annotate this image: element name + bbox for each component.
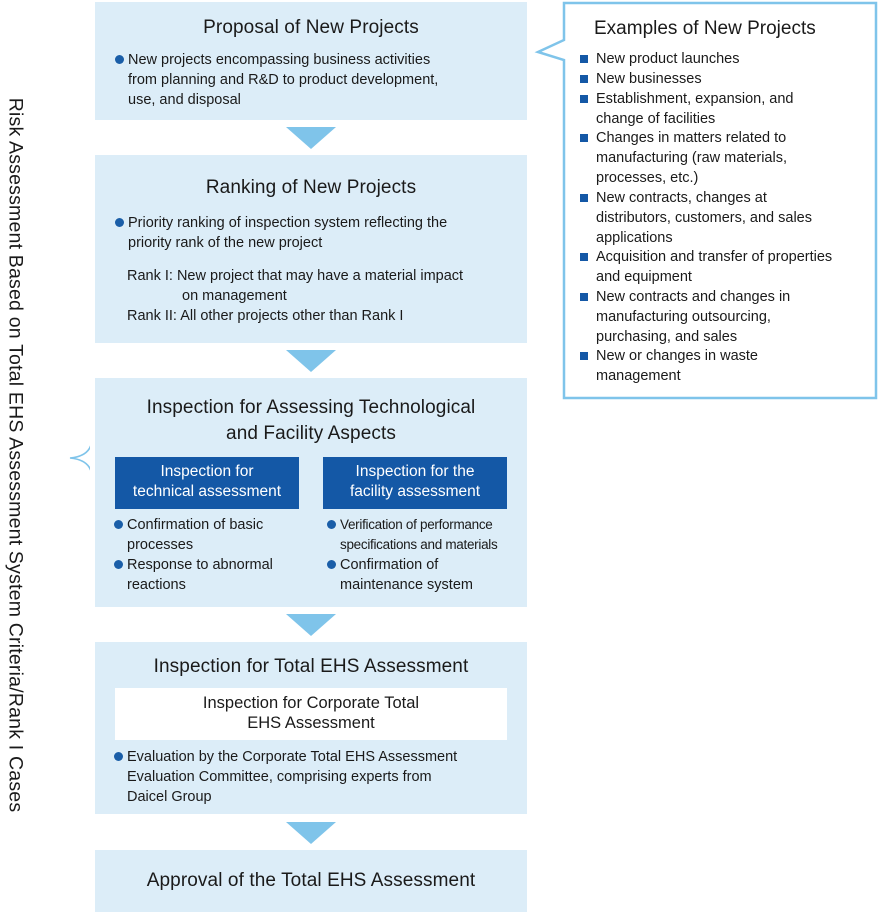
bullet-dot — [115, 218, 124, 227]
ranking-bullet: Priority ranking of inspection system re… — [115, 213, 518, 253]
facility-item: Verification of performance specificatio… — [327, 515, 525, 555]
square-bullet — [580, 293, 588, 301]
bullet-dot — [327, 560, 336, 569]
side-label: Risk Assessment Based on Total EHS Asses… — [4, 97, 27, 813]
square-bullet — [580, 95, 588, 103]
technical-assessment-heading: Inspection for technical assessment — [115, 457, 299, 509]
square-bullet — [580, 253, 588, 261]
example-item: New contracts, changes at distributors, … — [580, 188, 866, 248]
approval-title: Approval of the Total EHS Assessment — [146, 870, 476, 891]
flow-arrow — [286, 822, 336, 844]
examples-title: Examples of New Projects — [594, 18, 816, 39]
square-bullet — [580, 75, 588, 83]
technical-item: Response to abnormal reactions — [114, 555, 307, 595]
rank1-text: Rank I: New project that may have a mate… — [127, 268, 464, 304]
approval-box: Approval of the Total EHS Assessment — [95, 850, 527, 912]
flow-arrow — [286, 350, 336, 372]
examples-callout-frame — [534, 1, 878, 400]
facility-item: Confirmation of maintenance system — [327, 555, 525, 595]
bullet-dot — [114, 560, 123, 569]
proposal-title: Proposal of New Projects — [203, 17, 419, 38]
example-item: New or changes in waste management — [580, 346, 866, 386]
rank2-text: Rank II: All other projects other than R… — [127, 308, 404, 324]
proposal-bullet: New projects encompassing business activ… — [115, 50, 518, 110]
technical-item: Confirmation of basic processes — [114, 515, 307, 555]
example-item: Changes in matters related to manufactur… — [580, 128, 866, 188]
bullet-dot — [114, 752, 123, 761]
tech-facility-title: Inspection for Assessing Technological a… — [146, 397, 476, 444]
bullet-dot — [327, 520, 336, 529]
flow-arrow — [286, 614, 336, 636]
example-item: Establishment, expansion, and change of … — [580, 89, 866, 129]
tech-facility-box: Inspection for Assessing Technological a… — [95, 378, 527, 607]
facility-assessment-heading: Inspection for the facility assessment — [323, 457, 507, 509]
example-item: New product launches — [580, 49, 866, 69]
proposal-box: Proposal of New Projects New projects en… — [95, 2, 527, 120]
square-bullet — [580, 352, 588, 360]
example-item: New businesses — [580, 69, 866, 89]
square-bullet — [580, 134, 588, 142]
total-ehs-box: Inspection for Total EHS Assessment Insp… — [95, 642, 527, 814]
square-bullet — [580, 55, 588, 63]
corporate-total-ehs-heading: Inspection for Corporate Total EHS Asses… — [115, 688, 507, 740]
ranking-box: Ranking of New Projects Priority ranking… — [95, 155, 527, 343]
ranking-title: Ranking of New Projects — [205, 177, 417, 198]
square-bullet — [580, 194, 588, 202]
total-ehs-title: Inspection for Total EHS Assessment — [153, 656, 469, 677]
example-item: Acquisition and transfer of properties a… — [580, 247, 866, 287]
brace — [69, 445, 90, 471]
example-item: New contracts and changes in manufacturi… — [580, 287, 866, 347]
bullet-dot — [114, 520, 123, 529]
flow-arrow — [286, 127, 336, 149]
total-ehs-bullet: Evaluation by the Corporate Total EHS As… — [114, 747, 522, 807]
bullet-dot — [115, 55, 124, 64]
